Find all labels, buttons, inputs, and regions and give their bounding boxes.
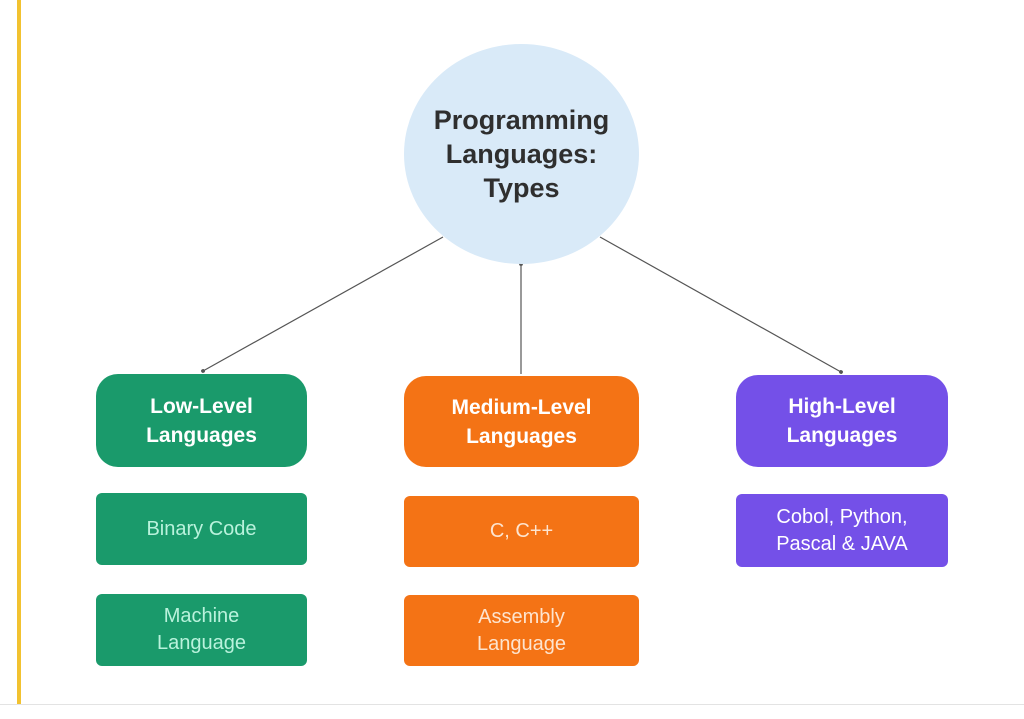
low-level-item: Machine Language: [96, 594, 307, 666]
medium-level-item: Assembly Language: [404, 595, 639, 666]
medium-level-node: Medium-Level Languages: [404, 376, 639, 467]
high-level-item-label: Cobol, Python, Pascal & JAVA: [776, 505, 908, 555]
medium-level-title: Medium-Level Languages: [451, 395, 592, 448]
low-level-item: Binary Code: [96, 493, 307, 565]
root-node-label: Programming Languages: Types: [433, 105, 610, 203]
low-level-node: Low-Level Languages: [96, 374, 307, 467]
medium-level-item: C, C++: [404, 496, 639, 567]
high-level-title: High-Level Languages: [786, 395, 898, 447]
high-level-node: High-Level Languages: [736, 375, 948, 467]
high-level-item: Cobol, Python, Pascal & JAVA: [736, 494, 948, 567]
low-level-title: Low-Level Languages: [146, 394, 257, 447]
connector-low: [201, 236, 444, 373]
accent-bar: [17, 0, 21, 704]
bottom-divider: [0, 704, 1024, 705]
low-level-item-label: Machine Language: [157, 605, 246, 654]
connector-high: [599, 236, 843, 374]
root-node: Programming Languages: Types: [404, 44, 639, 264]
low-level-item-label: Binary Code: [146, 517, 257, 540]
medium-level-item-label: Assembly Language: [477, 605, 566, 655]
medium-level-item-label: C, C++: [489, 520, 554, 542]
